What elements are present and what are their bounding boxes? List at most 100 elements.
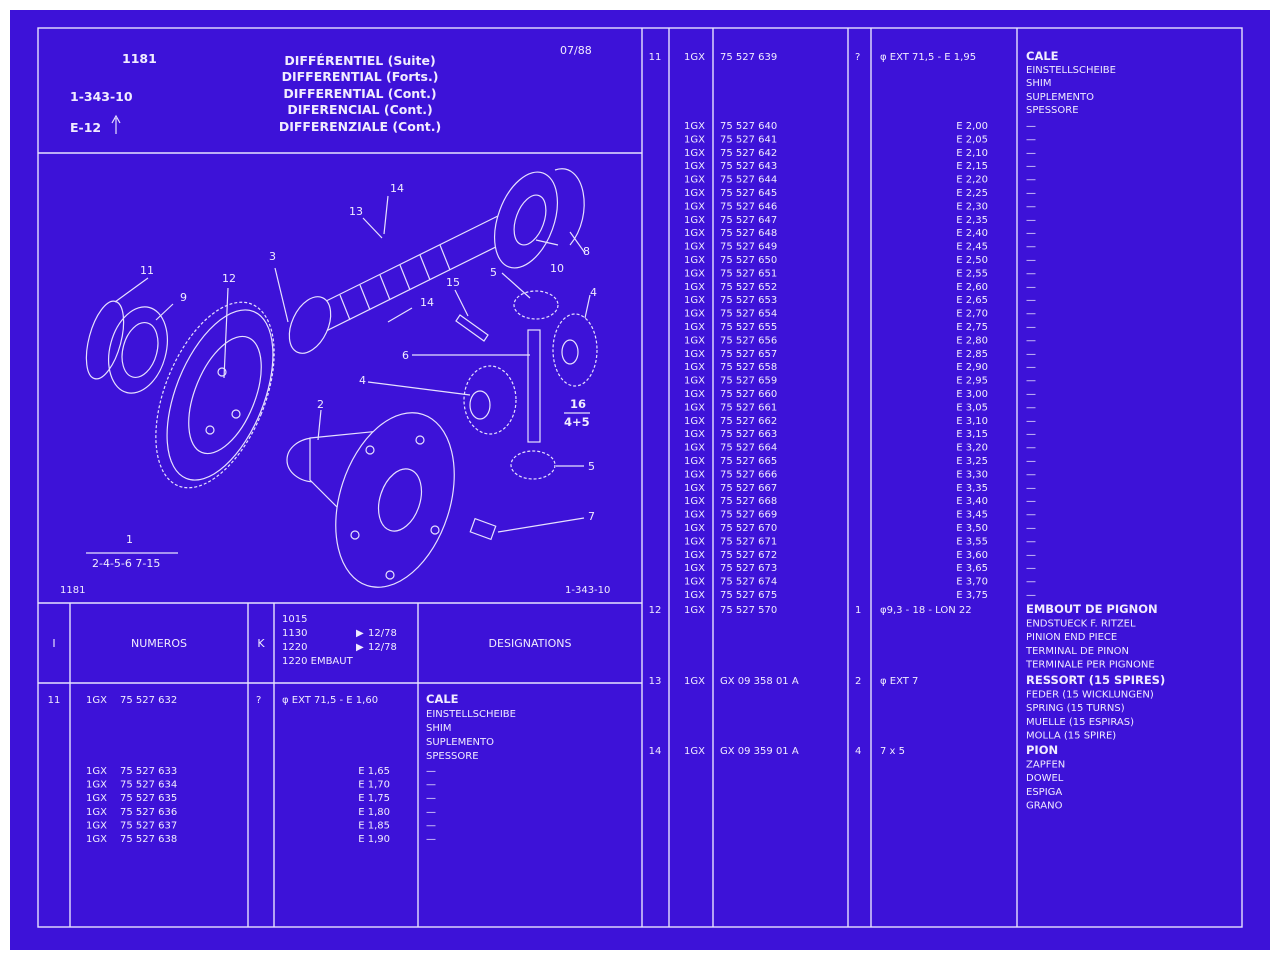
row-part-number: 75 527 669 bbox=[720, 510, 777, 521]
row-dash: — bbox=[1026, 536, 1036, 547]
row-prefix: 1GX bbox=[684, 577, 705, 588]
row-dash: — bbox=[1026, 242, 1036, 253]
row-spec: E 2,25 bbox=[956, 188, 988, 199]
row-prefix: 1GX bbox=[684, 282, 705, 293]
row-prefix: 1GX bbox=[684, 175, 705, 186]
designation-line: SPRING (15 TURNS) bbox=[1026, 703, 1125, 714]
row-spec: E 3,05 bbox=[956, 402, 988, 413]
row-dash: — bbox=[1026, 175, 1036, 186]
page-header: 1181 07/88 1-343-10 E-12 DIFFÉRENTIEL (S… bbox=[70, 44, 592, 135]
row-part-number: 75 527 656 bbox=[720, 335, 777, 346]
row-spec: E 2,90 bbox=[956, 362, 988, 373]
table-row: 11 1GX 75 527 639 ? φ EXT 71,5 - E 1,95 bbox=[649, 52, 976, 63]
row-part-number: 75 527 671 bbox=[720, 536, 777, 547]
row-dash: — bbox=[1026, 134, 1036, 145]
row-prefix: 1GX bbox=[86, 793, 107, 804]
diagram-footer-ref: 1181 bbox=[60, 585, 85, 596]
title-es: DIFERENCIAL (Cont.) bbox=[287, 102, 432, 117]
parts-catalog-page: 1181 07/88 1-343-10 E-12 DIFFÉRENTIEL (S… bbox=[37, 27, 1243, 928]
row-dash: — bbox=[426, 807, 436, 818]
bearing bbox=[85, 300, 168, 394]
row-qty: ? bbox=[256, 695, 261, 706]
row-dash: — bbox=[426, 793, 436, 804]
row-part-number: 75 527 664 bbox=[720, 443, 777, 454]
row-index: 14 bbox=[649, 746, 662, 757]
row-spec: E 2,55 bbox=[956, 268, 988, 279]
row-index: 11 bbox=[48, 695, 61, 706]
row-dash: — bbox=[1026, 402, 1036, 413]
row-prefix: 1GX bbox=[684, 134, 705, 145]
row-spec: E 3,10 bbox=[956, 416, 988, 427]
row-spec: E 2,80 bbox=[956, 335, 988, 346]
row-spec: E 2,00 bbox=[956, 121, 988, 132]
row-dash: — bbox=[1026, 389, 1036, 400]
row-prefix: 1GX bbox=[684, 52, 705, 63]
table-row: 11 1GX 75 527 632 ? φ EXT 71,5 - E 1,60 bbox=[48, 695, 378, 706]
col-index-header: I bbox=[52, 637, 55, 650]
row-spec: E 3,20 bbox=[956, 443, 988, 454]
designation-line: TERMINAL DE PINON bbox=[1025, 646, 1129, 657]
callout-12: 12 bbox=[222, 272, 236, 285]
row-prefix: 1GX bbox=[684, 496, 705, 507]
row-spec: E 3,25 bbox=[956, 456, 988, 467]
row-spec: E 3,70 bbox=[956, 577, 988, 588]
ratio-bottom: 4+5 bbox=[564, 415, 590, 429]
ratio-top: 16 bbox=[570, 397, 586, 411]
row-part-number: 75 527 655 bbox=[720, 322, 777, 333]
row-part-number: 75 527 670 bbox=[720, 523, 777, 534]
row-spec: E 2,45 bbox=[956, 242, 988, 253]
model-1: 1015 bbox=[282, 614, 307, 625]
model-4: 1220 EMBAUT bbox=[282, 656, 354, 667]
row-part-number: 75 527 647 bbox=[720, 215, 777, 226]
designation-line: FEDER (15 WICKLUNGEN) bbox=[1026, 690, 1154, 701]
row-spec: E 2,35 bbox=[956, 215, 988, 226]
row-dash: — bbox=[1026, 295, 1036, 306]
row-prefix: 1GX bbox=[684, 228, 705, 239]
row-part-number: 75 527 658 bbox=[720, 362, 777, 373]
row-part-number: 75 527 654 bbox=[720, 309, 777, 320]
designation-line: DOWEL bbox=[1026, 773, 1064, 784]
row-prefix: 1GX bbox=[684, 242, 705, 253]
diagram-footer-code: 1-343-10 bbox=[565, 585, 610, 596]
row-prefix: 1GX bbox=[684, 268, 705, 279]
title-de: DIFFERENTIAL (Forts.) bbox=[282, 69, 439, 84]
row-prefix: 1GX bbox=[684, 255, 705, 266]
callout-7: 7 bbox=[588, 510, 595, 523]
row-part-number: 75 527 674 bbox=[720, 577, 777, 588]
row-dash: — bbox=[426, 820, 436, 831]
row-dash: — bbox=[1026, 201, 1036, 212]
row-part-number: 75 527 672 bbox=[720, 550, 777, 561]
model-date-1: 12/78 bbox=[368, 628, 397, 639]
callout-4a: 4 bbox=[359, 374, 366, 387]
row-prefix: 1GX bbox=[684, 148, 705, 159]
row-spec: E 3,15 bbox=[956, 429, 988, 440]
table-grid-lines bbox=[37, 27, 1243, 928]
row-part-number: GX 09 359 01 A bbox=[720, 746, 799, 757]
row-part-number: 75 527 633 bbox=[120, 766, 177, 777]
callout-leaders bbox=[86, 195, 591, 554]
play-icon: ▶ bbox=[356, 628, 364, 639]
designation-line: EMBOUT DE PIGNON bbox=[1026, 602, 1158, 616]
callout-10: 10 bbox=[550, 262, 564, 275]
row-prefix: 1GX bbox=[684, 550, 705, 561]
left-table-body: 11 1GX 75 527 632 ? φ EXT 71,5 - E 1,60 … bbox=[48, 692, 516, 845]
planet-pin bbox=[527, 329, 541, 443]
